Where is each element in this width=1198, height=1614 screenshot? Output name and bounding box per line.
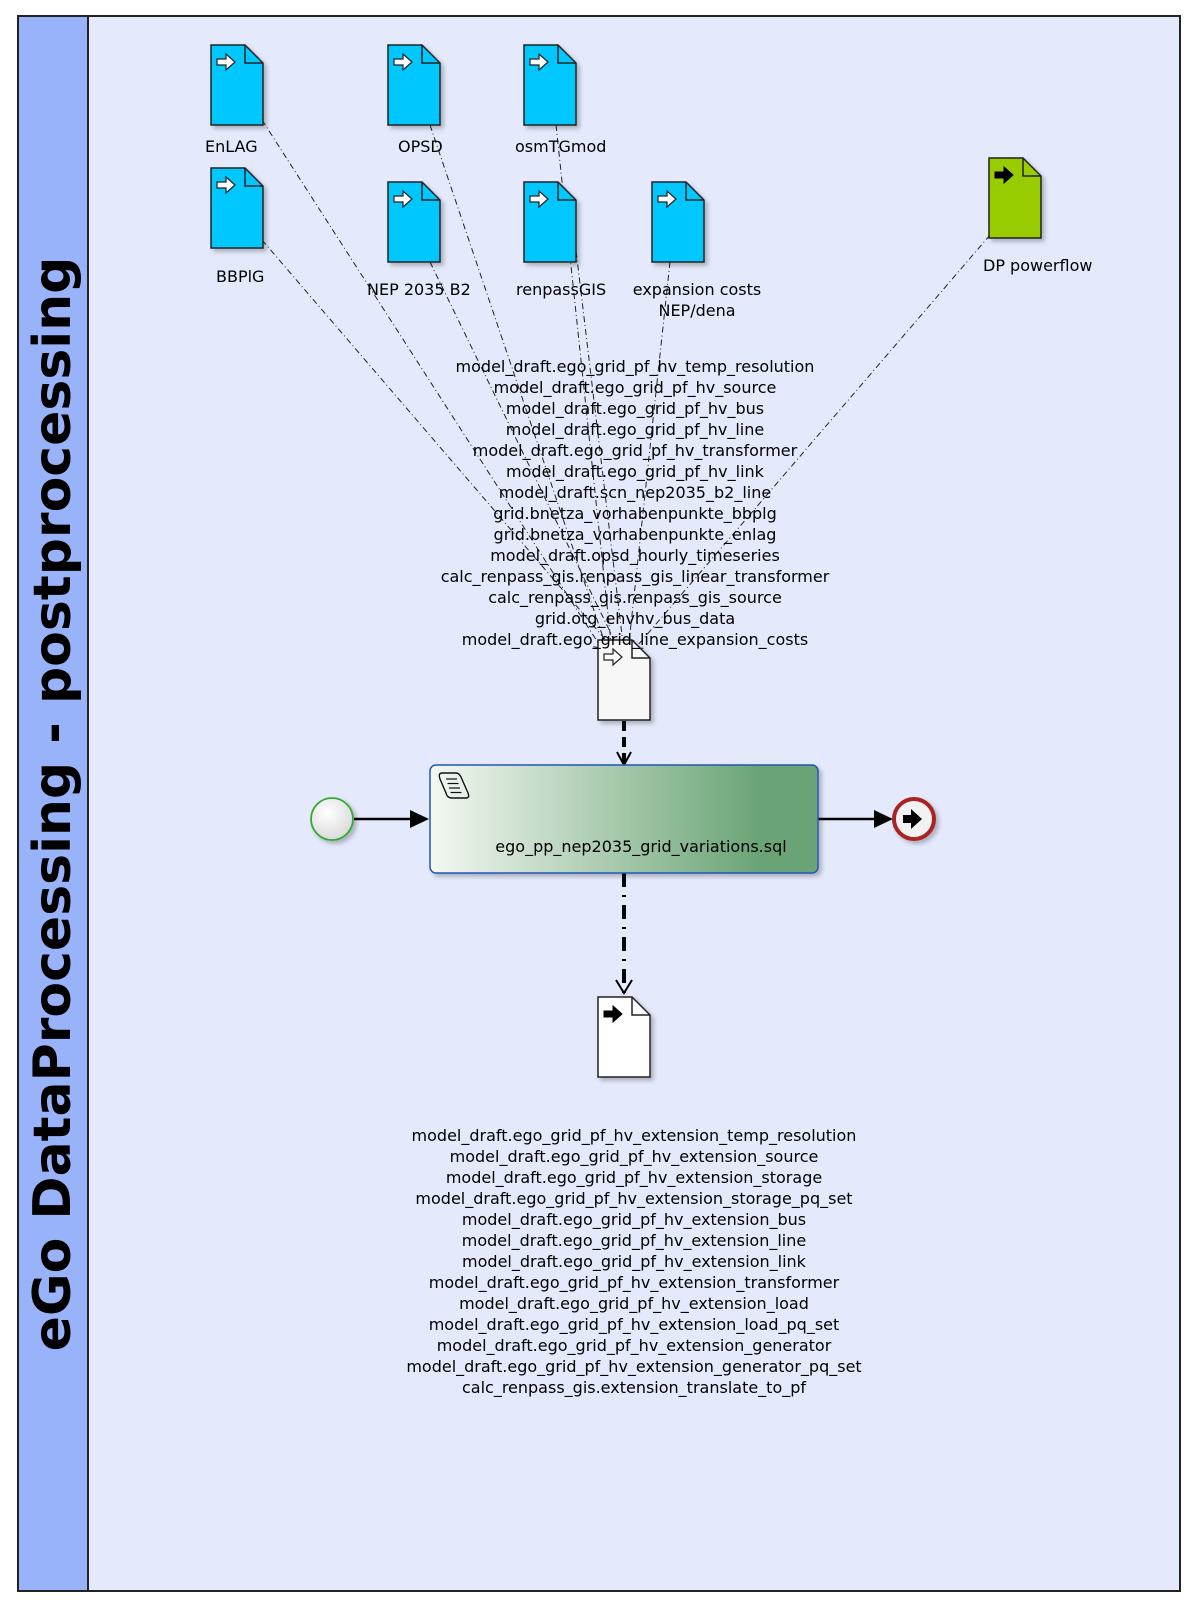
task-box <box>429 764 819 874</box>
association-edge <box>569 199 625 653</box>
input-document-icon <box>651 181 705 263</box>
input-label-enlag: EnLAG <box>205 137 258 156</box>
association-edge <box>627 261 671 653</box>
input-tables-list: model_draft.ego_grid_pf_hv_temp_resoluti… <box>392 356 878 650</box>
output-table-name: model_draft.ego_grid_pf_hv_extension_gen… <box>436 1336 832 1355</box>
script-icon <box>438 772 470 799</box>
arrow-icon <box>994 165 1014 185</box>
input-document-icon <box>523 181 577 263</box>
association-edge <box>261 119 605 653</box>
output-table-name: model_draft.ego_grid_pf_hv_extension_lin… <box>461 1231 807 1250</box>
input-label-bbplg: BBPlG <box>216 267 265 286</box>
input-document-icon <box>210 167 264 249</box>
association-edge <box>429 124 609 653</box>
input-label-renpassgis: renpassGIS <box>516 280 607 299</box>
arrow-icon <box>393 52 413 72</box>
arrow-icon <box>216 175 236 195</box>
output-table-name: model_draft.ego_grid_pf_hv_extension_lin… <box>462 1252 806 1271</box>
output-table-name: model_draft.ego_grid_pf_hv_extension_loa… <box>428 1315 840 1334</box>
input-table-name: model_draft.ego_grid_pf_hv_temp_resoluti… <box>455 357 815 376</box>
arrow-icon <box>657 189 677 209</box>
input-table-name: grid.otg_ehvhv_bus_data <box>534 609 736 628</box>
input-document-icon <box>387 44 441 126</box>
arrow-icon <box>529 189 549 209</box>
association-edge <box>555 124 613 653</box>
input-table-name: model_draft.opsd_hourly_timeseries <box>490 546 780 565</box>
arrow-icon <box>393 189 413 209</box>
arrow-icon <box>529 52 549 72</box>
input-table-name: model_draft.ego_grid_pf_hv_line <box>505 420 765 439</box>
pool-header: eGo DataProcessing - postprocessing <box>17 15 89 1592</box>
input-table-name: grid.bnetza_vorhabenpunkte_bbplg <box>493 504 777 523</box>
input-table-name: model_draft.ego_grid_pf_hv_bus <box>505 399 765 418</box>
input-label-expansion-line1: expansion costs <box>632 280 762 299</box>
input-table-name: calc_renpass_gis.renpass_gis_linear_tran… <box>440 567 830 586</box>
input-document-icon <box>523 44 577 126</box>
output-table-name: model_draft.ego_grid_pf_hv_extension_tem… <box>411 1126 857 1145</box>
input-table-name: model_draft.scn_nep2035_b2_line <box>498 483 772 502</box>
start-event-icon <box>310 797 354 841</box>
input-document-icon <box>387 181 441 263</box>
arrow-icon <box>216 52 236 72</box>
arrow-icon <box>903 809 922 829</box>
arrow-icon <box>603 647 623 667</box>
output-table-name: model_draft.ego_grid_pf_hv_extension_bus <box>461 1210 807 1229</box>
input-table-name: model_draft.ego_grid_pf_hv_source <box>493 378 777 397</box>
merged-input-document-icon <box>597 639 651 721</box>
input-label-osmtgmod: osmTGmod <box>515 137 607 156</box>
input-document-icon <box>210 44 264 126</box>
input-label-dp-powerflow: DP powerflow <box>983 256 1093 275</box>
input-table-name: model_draft.ego_grid_pf_hv_link <box>506 462 764 481</box>
input-table-name: grid.bnetza_vorhabenpunkte_enlag <box>493 525 777 544</box>
output-document-icon <box>597 996 651 1078</box>
sequence-flow-arrowhead <box>874 810 893 828</box>
input-label-expansion: expansion costs NEP/dena <box>623 279 771 321</box>
output-tables-list: model_draft.ego_grid_pf_hv_extension_tem… <box>352 1125 916 1398</box>
end-event-icon <box>892 797 936 841</box>
association-edge <box>631 234 991 653</box>
input-table-name: model_draft.ego_grid_pf_hv_transformer <box>472 441 798 460</box>
task-rect <box>429 764 819 874</box>
input-document-icon <box>988 157 1042 239</box>
task-label: ego_pp_nep2035_grid_variations.sql <box>495 836 787 856</box>
output-table-name: model_draft.ego_grid_pf_hv_extension_tra… <box>428 1273 840 1292</box>
input-label-expansion-line2: NEP/dena <box>658 301 736 320</box>
output-table-name: model_draft.ego_grid_pf_hv_extension_sto… <box>445 1168 823 1187</box>
output-table-name: calc_renpass_gis.extension_translate_to_… <box>461 1378 807 1397</box>
output-table-name: model_draft.ego_grid_pf_hv_extension_sto… <box>415 1189 853 1208</box>
input-table-name: calc_renpass_gis.renpass_gis_source <box>488 588 782 607</box>
input-table-name: model_draft.ego_grid_line_expansion_cost… <box>461 630 809 649</box>
output-table-name: model_draft.ego_grid_pf_hv_extension_gen… <box>406 1357 862 1376</box>
data-output-arrowhead <box>615 979 633 995</box>
arrow-icon <box>603 1004 623 1024</box>
input-label-nep2035b2: NEP 2035 B2 <box>367 280 471 299</box>
sequence-flow-arrowhead <box>410 810 429 828</box>
output-table-name: model_draft.ego_grid_pf_hv_extension_sou… <box>449 1147 819 1166</box>
output-table-name: model_draft.ego_grid_pf_hv_extension_loa… <box>459 1294 809 1313</box>
input-label-opsd: OPSD <box>398 137 443 156</box>
